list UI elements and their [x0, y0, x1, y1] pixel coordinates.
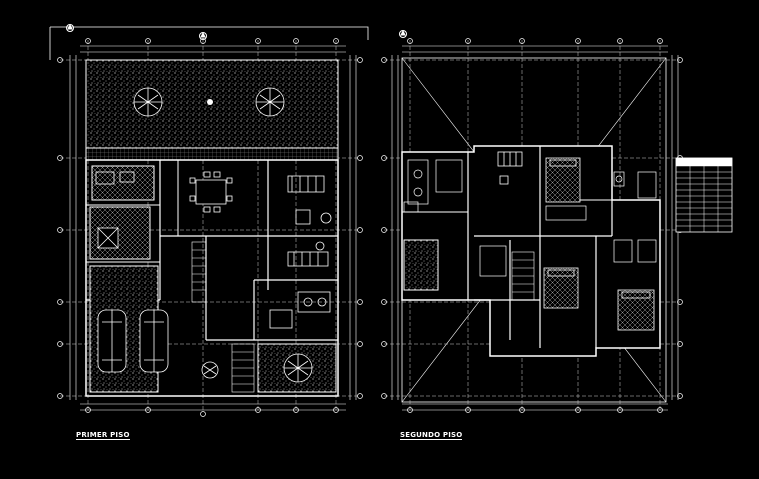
second-floor-plan — [381, 29, 733, 413]
tree-symbol-icon — [255, 87, 285, 117]
first-floor-plan — [49, 23, 369, 417]
bed-icon — [543, 267, 579, 309]
car-symbol-icon — [97, 309, 127, 373]
sofa-set-icon — [287, 175, 332, 267]
second-floor-title: SEGUNDO PISO — [400, 431, 463, 440]
dining-table-icon — [497, 151, 523, 185]
first-floor-title-text: PRIMER PISO — [76, 431, 130, 440]
bed-icon — [545, 157, 581, 203]
kitchen — [91, 165, 155, 201]
stair-icon — [231, 343, 255, 393]
stair-icon — [191, 241, 207, 303]
second-floor-title-text: SEGUNDO PISO — [400, 431, 463, 440]
north-arrow-icon — [66, 23, 74, 32]
dining-table-icon — [97, 227, 119, 249]
car-symbol-icon — [139, 309, 169, 373]
grid-axis-bubble-icon — [381, 38, 683, 413]
tree-symbol-icon — [201, 361, 219, 379]
first-floor-title: PRIMER PISO — [76, 431, 130, 440]
north-arrow-icon — [399, 29, 407, 38]
bathroom-fixtures-icon — [613, 171, 657, 263]
desk-set-icon — [269, 291, 331, 329]
stair-icon — [511, 251, 535, 301]
bed-icon — [617, 289, 655, 331]
tree-symbol-icon — [133, 87, 163, 117]
legend-table-icon — [675, 157, 733, 233]
dining-table-icon — [189, 171, 233, 213]
north-arrow-icon — [199, 31, 207, 40]
tree-symbol-icon — [283, 353, 313, 383]
grid-axis-bubble-icon — [57, 38, 363, 417]
bathroom-fixtures-icon — [403, 159, 463, 213]
